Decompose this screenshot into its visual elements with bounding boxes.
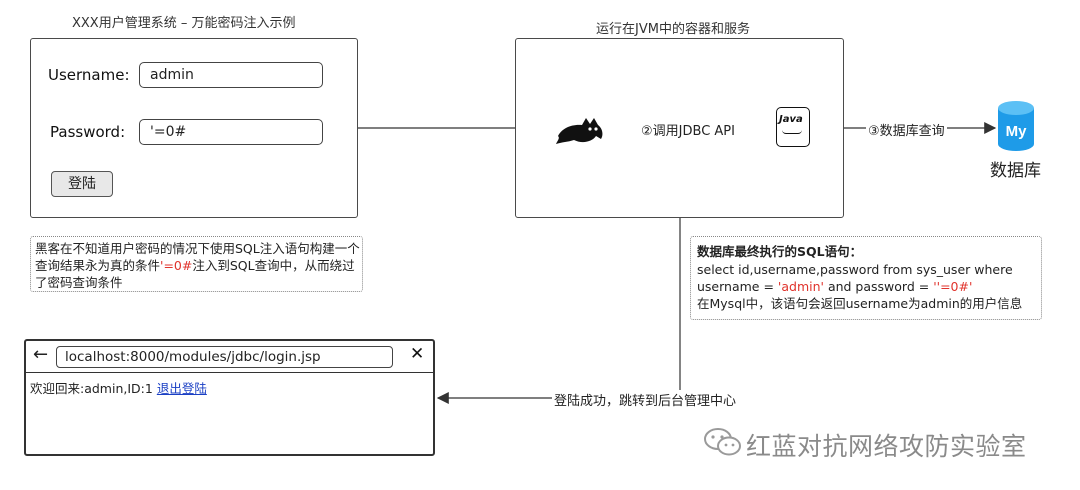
password-label: Password: (50, 123, 126, 141)
username-label: Username: (48, 66, 130, 84)
sql-line-2: username = 'admin' and password = ''=0#' (697, 278, 972, 295)
welcome-line: 欢迎回来:admin,ID:1 退出登陆 (30, 378, 207, 397)
step2-label: ②调用JDBC API (639, 120, 737, 139)
java-icon-text: Java (779, 114, 803, 125)
sql-password-value: ''=0#' (933, 279, 973, 294)
login-panel: Username: admin Password: '=0# 登陆 (30, 38, 358, 218)
login-button[interactable]: 登陆 (51, 171, 113, 197)
wechat-icon (704, 428, 741, 456)
sql-line-3: 在Mysql中，该语句会返回username为admin的用户信息 (697, 296, 1023, 311)
injection-note: 黑客在不知道用户密码的情况下使用SQL注入语句构建一个查询结果永为真的条件'=0… (30, 236, 363, 292)
jvm-panel-title: 运行在JVM中的容器和服务 (596, 22, 750, 37)
tomcat-icon (556, 118, 603, 144)
back-arrow-icon[interactable]: ← (33, 344, 49, 365)
sql-line-2-prefix: username = (697, 279, 778, 294)
database-icon: My (998, 101, 1034, 151)
password-input[interactable]: '=0# (139, 119, 323, 145)
java-cup-line (782, 130, 802, 134)
injection-note-text: 黑客在不知道用户密码的情况下使用SQL注入语句构建一个查询结果永为真的条件'=0… (35, 240, 361, 291)
watermark-text: 红蓝对抗网络攻防实验室 (746, 432, 1027, 461)
sql-line-2-mid: and password = (823, 279, 934, 294)
redirect-label: 登陆成功，跳转到后台管理中心 (552, 390, 739, 409)
close-icon[interactable]: ✕ (410, 344, 425, 364)
injection-payload: '=0# (160, 258, 193, 273)
java-icon: Java (776, 107, 810, 147)
injection-note-after: 注入到SQL查询中，从而绕过了密码查询条件 (35, 258, 355, 290)
sql-note-heading: 数据库最终执行的SQL语句： (697, 244, 863, 259)
browser-window: ← localhost:8000/modules/jdbc/login.jsp … (24, 339, 435, 456)
sql-note: 数据库最终执行的SQL语句： select id,username,passwo… (690, 236, 1042, 320)
database-label: 数据库 (990, 161, 1041, 181)
sql-line-1: select id,username,password from sys_use… (697, 262, 1013, 277)
address-bar[interactable]: localhost:8000/modules/jdbc/login.jsp (56, 346, 393, 368)
welcome-text: 欢迎回来:admin,ID:1 (30, 381, 153, 396)
browser-divider (26, 372, 433, 373)
database-icon-text: My (1006, 123, 1027, 140)
injection-note-before: 黑客在不知道用户密码的情况下使用SQL注入语句构建一个查询结果永为真的条件 (35, 241, 360, 273)
login-panel-title: XXX用户管理系统 – 万能密码注入示例 (72, 16, 296, 31)
logout-link[interactable]: 退出登陆 (156, 381, 207, 396)
sql-username-value: 'admin' (777, 279, 824, 294)
step3-label: ③数据库查询 (866, 120, 947, 139)
username-input[interactable]: admin (139, 62, 323, 88)
